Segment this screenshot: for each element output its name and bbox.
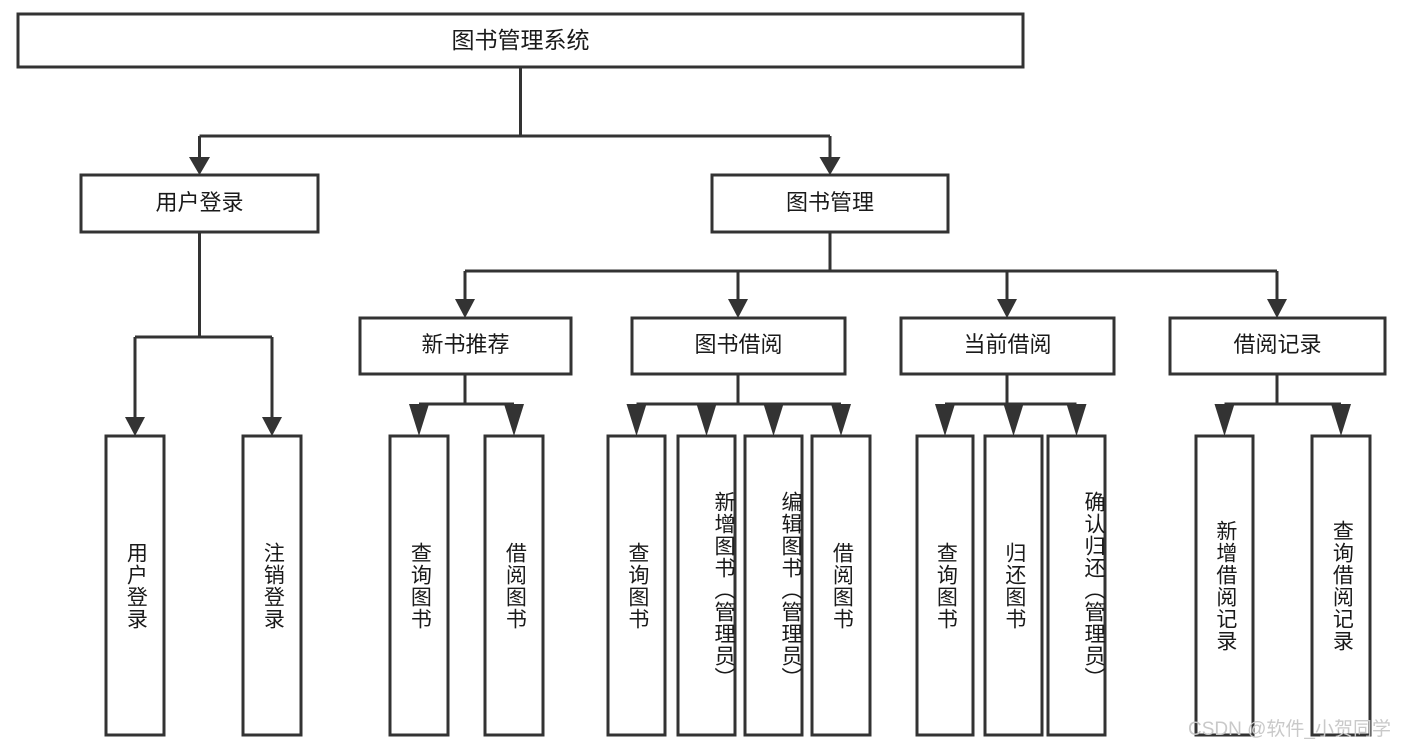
leaf-box-logout-login[interactable]	[241, 434, 303, 737]
leaf-box-borrow-book[interactable]	[810, 434, 872, 737]
node-new-book-recommend-label: 新书推荐	[421, 332, 509, 357]
leaf-box-query-book-rec[interactable]	[388, 434, 450, 737]
node-user-login-label: 用户登录	[155, 190, 243, 215]
csdn-watermark: CSDN @软件_小贺同学	[1188, 719, 1391, 740]
edge-bookborrow-to-leaves	[626, 374, 851, 436]
edge-newbook-to-leaves	[409, 374, 524, 436]
node-book-borrow[interactable]: 图书借阅	[630, 316, 847, 376]
node-current-borrow-label: 当前借阅	[963, 332, 1051, 357]
node-book-management-label: 图书管理	[786, 190, 874, 215]
leaf-boxes-layer	[104, 434, 1372, 737]
leaf-box-user-login[interactable]	[104, 434, 166, 737]
node-current-borrow[interactable]: 当前借阅	[899, 316, 1116, 376]
edge-bookmgmt-to-level3	[455, 232, 1287, 318]
node-borrow-record-label: 借阅记录	[1233, 332, 1321, 357]
edge-root-to-level2	[189, 67, 841, 175]
leaf-box-add-book-admin[interactable]	[676, 434, 737, 737]
leaf-box-borrow-book-rec[interactable]	[483, 434, 545, 737]
node-root[interactable]: 图书管理系统	[16, 12, 1025, 69]
leaf-box-return-book[interactable]	[983, 434, 1044, 737]
node-user-login[interactable]: 用户登录	[79, 173, 320, 234]
leaf-box-query-book-current[interactable]	[915, 434, 975, 737]
leaf-box-add-borrow-record[interactable]	[1194, 434, 1255, 737]
node-root-label: 图书管理系统	[452, 27, 590, 53]
leaf-box-edit-book-admin[interactable]	[743, 434, 804, 737]
leaf-box-query-book-borrow[interactable]	[606, 434, 667, 737]
edge-userlogin-to-leaves	[125, 232, 282, 436]
leaf-box-confirm-return-admin[interactable]	[1046, 434, 1107, 737]
edge-borrowrecord-to-leaves	[1214, 374, 1351, 436]
node-new-book-recommend[interactable]: 新书推荐	[358, 316, 573, 376]
node-book-management[interactable]: 图书管理	[710, 173, 950, 234]
connector-layer	[125, 67, 1351, 436]
node-borrow-record[interactable]: 借阅记录	[1168, 316, 1387, 376]
leaf-box-query-borrow-record[interactable]	[1310, 434, 1372, 737]
edge-currentborrow-to-leaves	[935, 374, 1087, 436]
node-book-borrow-label: 图书借阅	[694, 332, 782, 357]
